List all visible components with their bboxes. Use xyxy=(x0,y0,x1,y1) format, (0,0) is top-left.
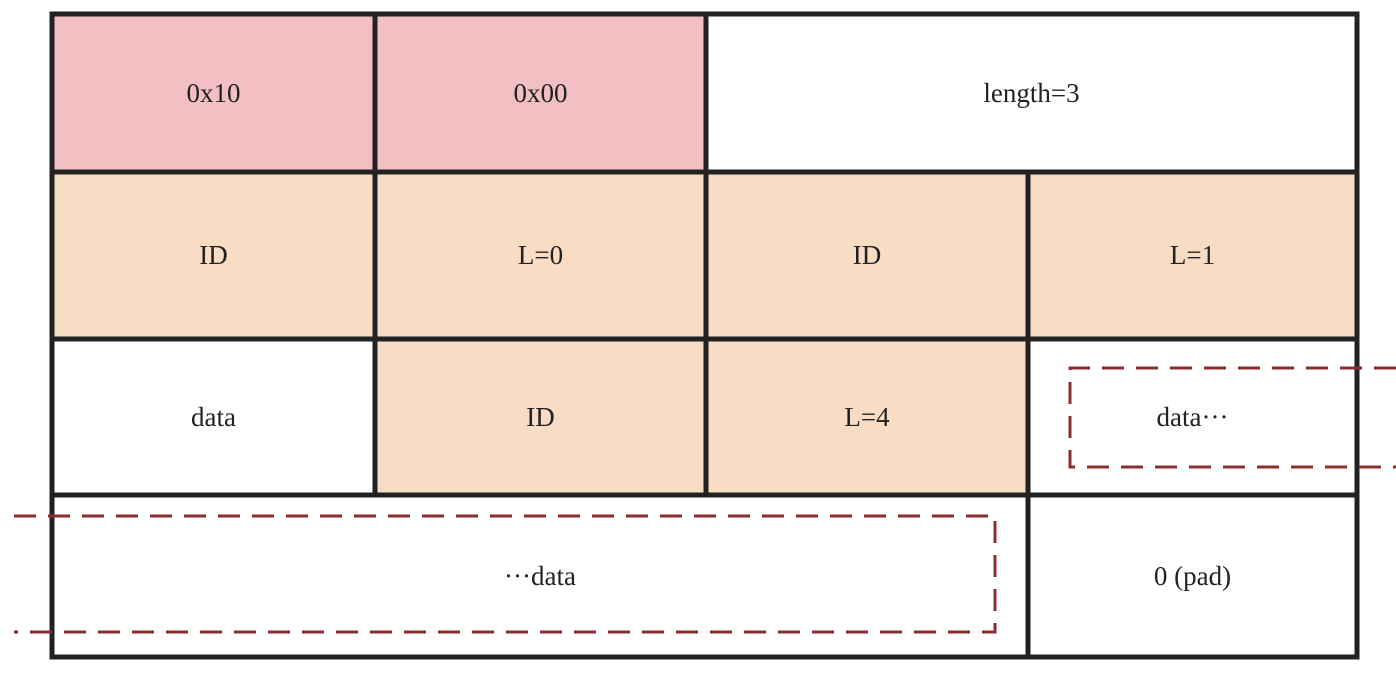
cell-len-2: L=1 xyxy=(1028,172,1357,339)
cell-type-byte: 0x10 xyxy=(52,14,375,172)
cell-len-3: L=4 xyxy=(706,339,1028,495)
cell-id-1: ID xyxy=(52,172,375,339)
cell-data-3-end: ···data xyxy=(52,495,1028,657)
cell-id-3: ID xyxy=(375,339,706,495)
cell-data-2: data xyxy=(52,339,375,495)
cell-len-1: L=0 xyxy=(375,172,706,339)
cell-flags-byte: 0x00 xyxy=(375,14,706,172)
cell-padding: 0 (pad) xyxy=(1028,495,1357,657)
cell-length: length=3 xyxy=(706,14,1357,172)
cell-data-3-start: data··· xyxy=(1028,339,1357,495)
cell-id-2: ID xyxy=(706,172,1028,339)
